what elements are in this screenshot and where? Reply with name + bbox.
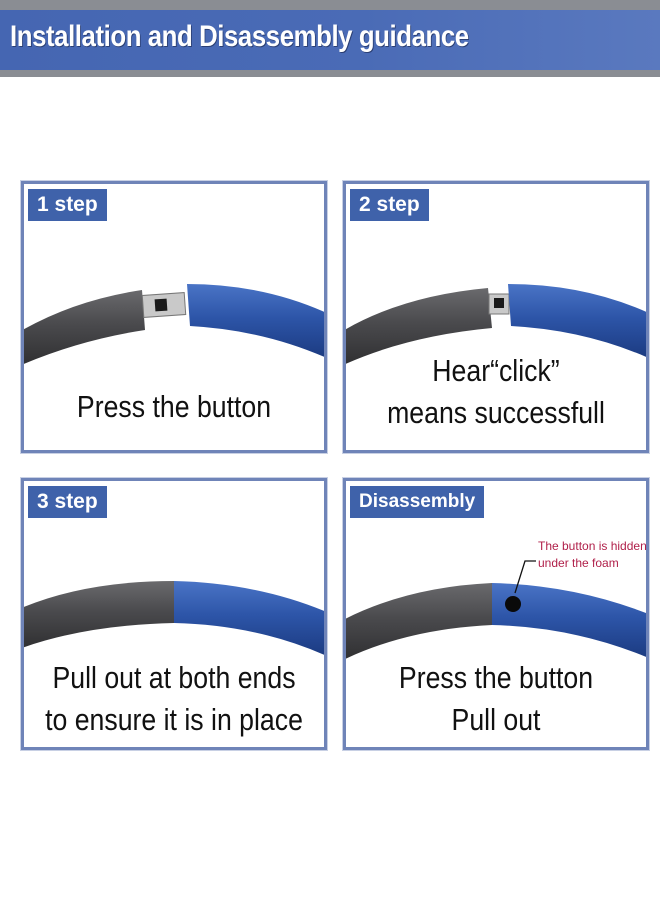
hoop-segment-illustration [346, 560, 646, 659]
caption-line: Hear“click” [432, 353, 560, 388]
header-bar [0, 10, 660, 70]
gray-tube-segment [24, 581, 174, 648]
header-bottom-strip [0, 70, 660, 77]
gray-tube-segment [346, 583, 492, 659]
step-caption: Press the button Pull out [367, 657, 625, 741]
gray-tube-segment [346, 288, 492, 364]
hoop-segment-illustration [24, 581, 324, 655]
step-label: 2 step [350, 189, 429, 221]
callout-leader-line [514, 560, 536, 594]
step-panel-1: 1 step Press the button [21, 181, 327, 453]
note-line: The button is hidden [538, 539, 647, 553]
top-strip [0, 0, 660, 10]
step-label: 1 step [28, 189, 107, 221]
blue-tube-segment [187, 284, 324, 357]
step-label: Disassembly [350, 486, 485, 518]
blue-tube-segment [508, 284, 646, 357]
hidden-button-note: The button is hidden under the foam [538, 538, 647, 572]
push-button-connector-icon [154, 298, 168, 312]
push-button-connector-icon [494, 298, 504, 308]
caption-line: Press the button [76, 389, 272, 424]
step-label: 3 step [28, 486, 107, 518]
caption-line: means successfull [387, 395, 605, 430]
caption-line: Pull out [451, 702, 541, 737]
page-title: Installation and Disassembly guidance [10, 20, 469, 53]
step-panel-3: 3 step Pull out at both ends to ensure i… [21, 478, 327, 750]
blue-tube-segment [174, 581, 324, 655]
caption-line: to ensure it is in place [45, 702, 303, 737]
note-line: under the foam [538, 556, 619, 570]
blue-tube-segment [492, 583, 646, 657]
hoop-segment-illustration [24, 284, 324, 364]
caption-line: Press the button [398, 660, 594, 695]
caption-line: Pull out at both ends [52, 660, 296, 695]
disassembly-panel: Disassembly The button is hidden under t… [343, 478, 649, 750]
step-caption: Hear“click” means successfull [367, 350, 625, 434]
hidden-button-marker [505, 596, 521, 612]
step-caption: Press the button [45, 386, 303, 428]
gray-tube-segment [24, 290, 145, 364]
step-panel-2: 2 step Hear“click” means successfull [343, 181, 649, 453]
hoop-segment-illustration [346, 284, 646, 364]
step-caption: Pull out at both ends to ensure it is in… [45, 657, 303, 741]
